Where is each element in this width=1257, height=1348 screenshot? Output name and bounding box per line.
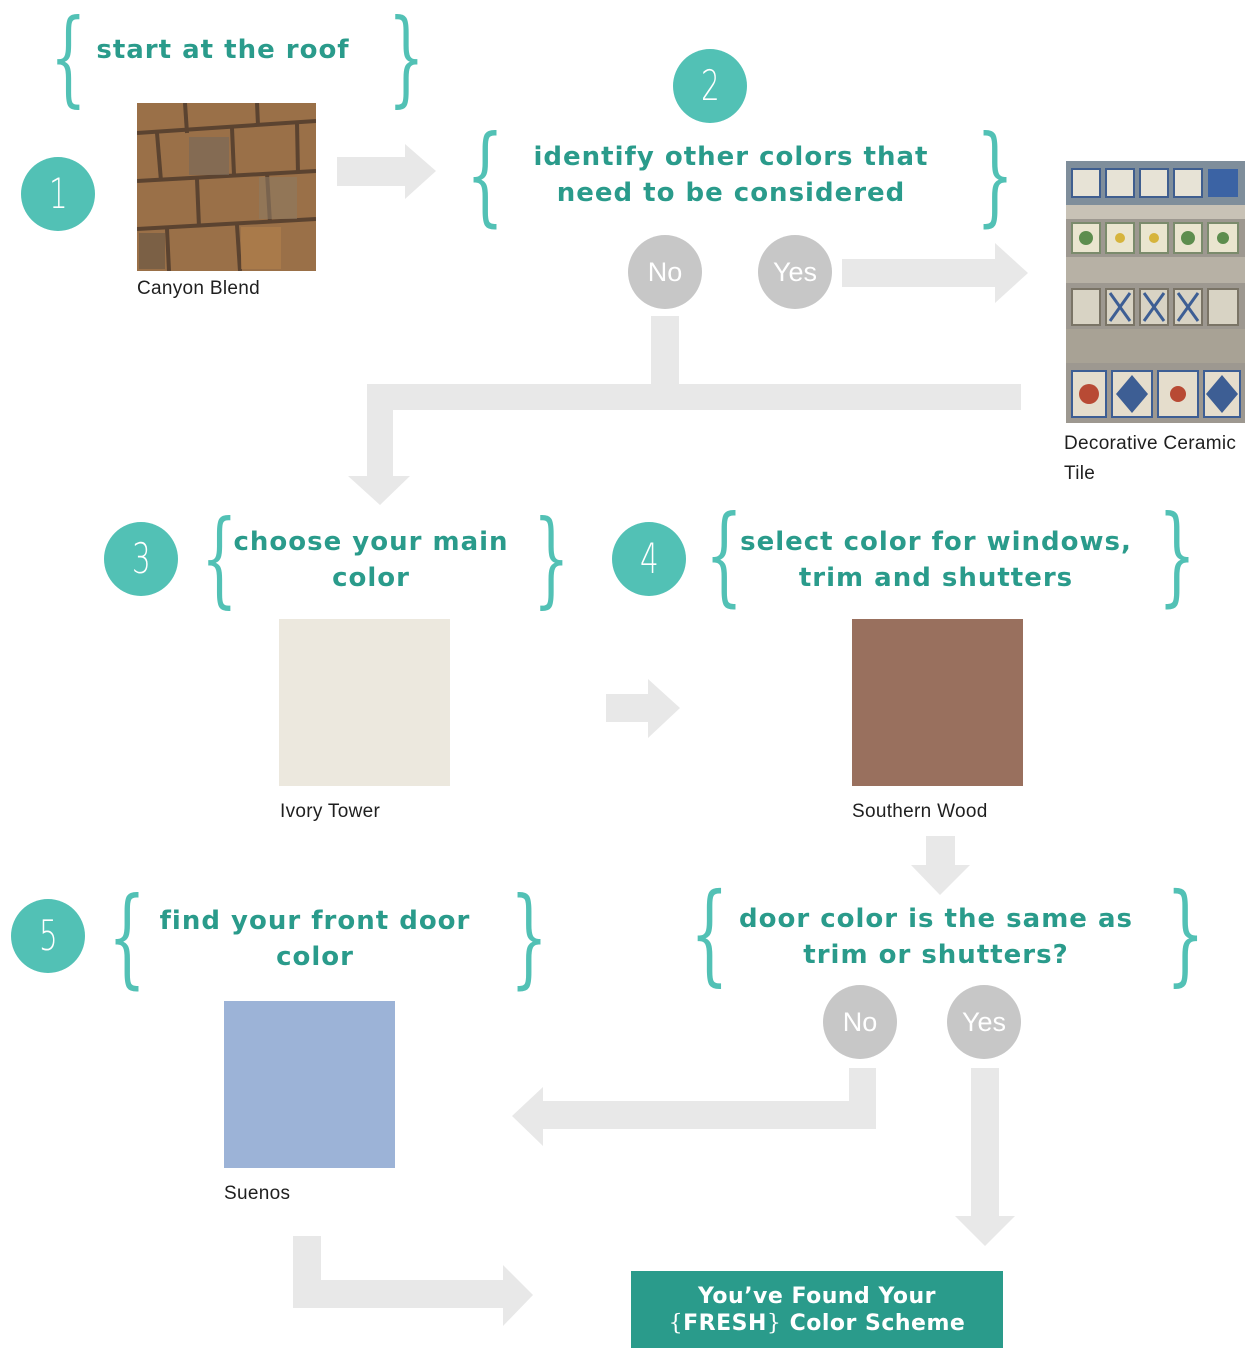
decision-yes-2: Yes bbox=[947, 985, 1021, 1059]
brace-close: } bbox=[1166, 869, 1205, 997]
roof-swatch-label: Canyon Blend bbox=[137, 278, 260, 299]
decision-no-1: No bbox=[628, 235, 702, 309]
door-color-swatch bbox=[224, 1001, 395, 1168]
result-line-2: {FRESH} Color Scheme bbox=[668, 1310, 966, 1336]
main-swatch-label: Ivory Tower bbox=[280, 801, 381, 822]
step-4-heading: select color for windows,trim and shutte… bbox=[740, 527, 1132, 593]
arrow-down-yes-to-result bbox=[955, 1068, 1015, 1246]
brace-close: } bbox=[533, 497, 570, 619]
ceramic-tile-image bbox=[1066, 161, 1245, 423]
brace-open: { bbox=[466, 113, 504, 238]
arrow-right-yes-to-tile bbox=[842, 243, 1028, 303]
roof-shingle-image bbox=[137, 103, 316, 271]
arrow-no-to-step3 bbox=[348, 316, 1021, 505]
result-box: You’ve Found Your {FRESH} Color Scheme bbox=[631, 1271, 1003, 1348]
brace-open: { bbox=[108, 875, 146, 1000]
trim-color-swatch bbox=[852, 619, 1023, 786]
brace-open: { bbox=[50, 0, 87, 118]
brace-close: } bbox=[976, 113, 1014, 238]
step-1-circle: 1 bbox=[21, 157, 95, 231]
arrow-down-trim-to-question bbox=[911, 836, 970, 895]
brace-open: { bbox=[705, 493, 743, 618]
main-color-swatch bbox=[279, 619, 450, 786]
step-4-circle: 4 bbox=[612, 522, 686, 596]
decision-yes-1: Yes bbox=[758, 235, 832, 309]
brace-close: } bbox=[510, 875, 548, 1000]
decision-no-2: No bbox=[823, 985, 897, 1059]
brace-close: } bbox=[388, 0, 425, 118]
door-swatch-label: Suenos bbox=[224, 1183, 291, 1204]
brace-open: { bbox=[201, 497, 238, 619]
arrow-left-no-to-door bbox=[512, 1068, 876, 1146]
arrow-door-to-result bbox=[293, 1236, 533, 1326]
arrow-right-main-to-trim bbox=[606, 679, 680, 738]
step-5-circle: 5 bbox=[11, 899, 85, 973]
result-line-1: You’ve Found Your bbox=[698, 1283, 936, 1309]
step-2-circle: 2 bbox=[673, 49, 747, 123]
brace-close: } bbox=[1158, 493, 1196, 618]
arrow-right-roof-to-step2 bbox=[337, 144, 436, 199]
step-1-heading: start at the roof bbox=[96, 35, 350, 65]
brace-open: { bbox=[690, 869, 729, 997]
step-3-circle: 3 bbox=[104, 522, 178, 596]
trim-swatch-label: Southern Wood bbox=[852, 801, 988, 822]
